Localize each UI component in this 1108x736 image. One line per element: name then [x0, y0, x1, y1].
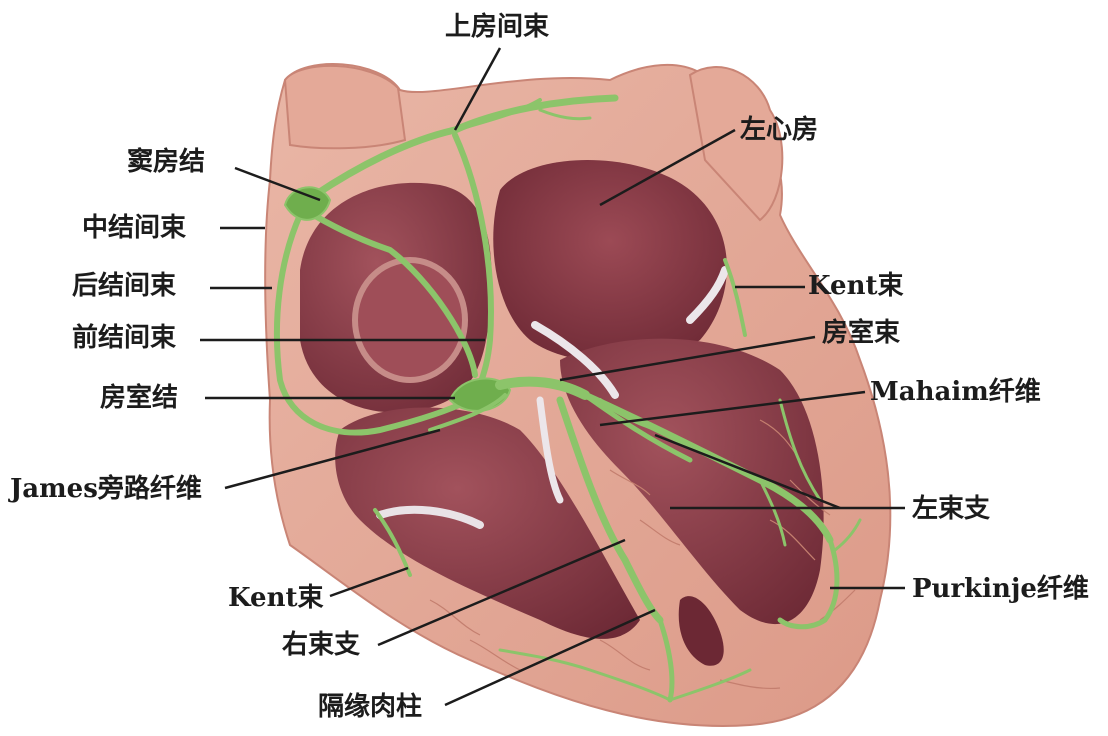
label-purkinje-fibers: Purkinje纤维 — [912, 574, 1089, 604]
label-bachmann-bundle: 上房间束 — [445, 12, 549, 42]
label-james-fibers: James旁路纤维 — [10, 474, 202, 504]
label-posterior-internodal: 后结间束 — [72, 271, 176, 301]
label-sinoatrial-node: 窦房结 — [127, 147, 205, 177]
label-kent-bundle-left: Kent束 — [228, 583, 323, 613]
label-his-bundle: 房室束 — [822, 318, 900, 348]
label-av-node: 房室结 — [100, 383, 178, 413]
label-mahaim-fibers: Mahaim纤维 — [870, 377, 1041, 407]
label-kent-bundle-right: Kent束 — [808, 271, 903, 301]
label-septomarginal-trabecula: 隔缘肉柱 — [318, 692, 422, 722]
label-left-bundle-branch: 左束支 — [912, 494, 990, 524]
label-middle-internodal: 中结间束 — [82, 213, 186, 243]
label-left-atrium: 左心房 — [740, 115, 818, 145]
label-anterior-internodal: 前结间束 — [72, 323, 176, 353]
label-right-bundle-branch: 右束支 — [282, 630, 360, 660]
